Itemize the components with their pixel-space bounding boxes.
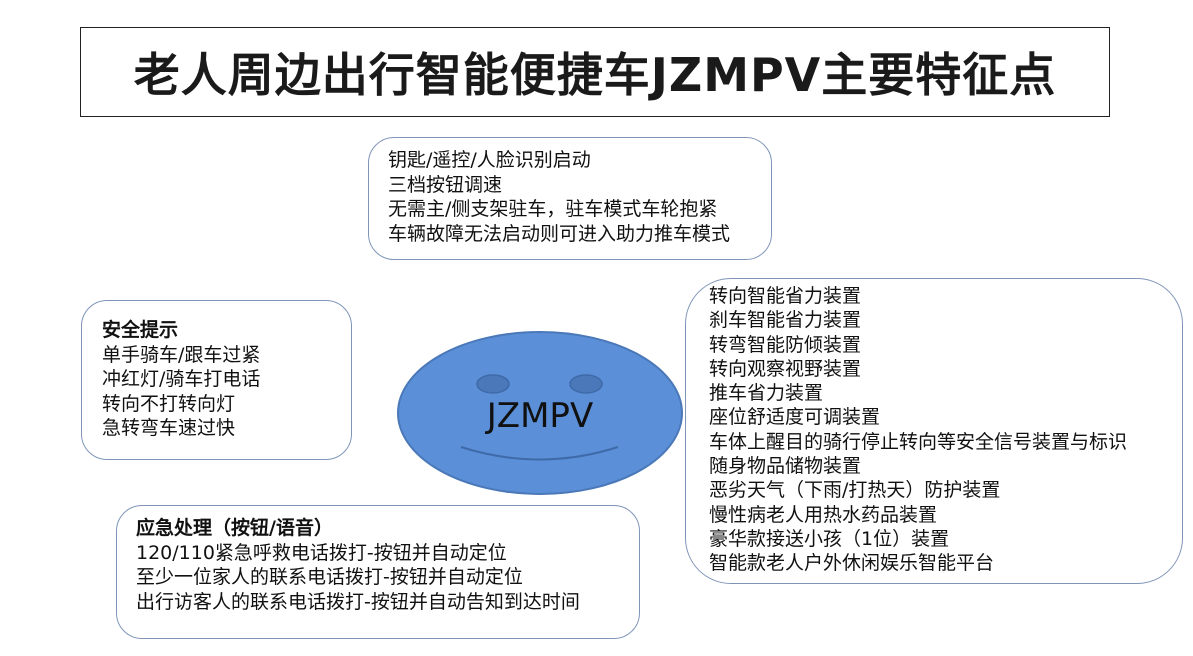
startup-line: 车辆故障无法启动则可进入助力推车模式 [388, 222, 731, 245]
device-line: 刹车智能省力装置 [709, 309, 862, 332]
title-box: 老人周边出行智能便捷车JZMPV主要特征点 [80, 27, 1110, 117]
device-line: 转向观察视野装置 [709, 357, 862, 380]
device-line: 慢性病老人用热水药品装置 [709, 503, 938, 526]
device-line: 恶劣天气（下雨/打热天）防护装置 [709, 479, 1001, 502]
startup-features-card: 钥匙/遥控/人脸识别启动 三档按钮调速 无需主/侧支架驻车，驻车模式车轮抱紧 车… [368, 137, 772, 260]
startup-line: 三档按钮调速 [388, 173, 503, 196]
safety-line: 转向不打转向灯 [102, 392, 236, 415]
safety-heading: 安全提示 [102, 319, 179, 341]
right-eye-shape [569, 374, 603, 394]
device-line: 转向智能省力装置 [709, 285, 862, 307]
device-line: 随身物品储物装置 [709, 455, 862, 478]
device-line: 座位舒适度可调装置 [709, 406, 881, 429]
startup-line: 钥匙/遥控/人脸识别启动 [388, 149, 591, 171]
device-line: 智能款老人户外休闲娱乐智能平台 [709, 552, 995, 575]
smile-shape [460, 446, 619, 461]
center-label: JZMPV [486, 396, 594, 436]
device-line: 车体上醒目的骑行停止转向等安全信号装置与标识 [709, 430, 1128, 453]
startup-line: 无需主/侧支架驻车，驻车模式车轮抱紧 [388, 198, 718, 220]
emergency-line: 120/110紧急呼救电话拨打-按钮并自动定位 [136, 541, 507, 564]
left-eye-shape [476, 374, 510, 394]
emergency-line: 出行访客人的联系电话拨打-按钮并自动告知到达时间 [136, 590, 580, 613]
center-face-node: JZMPV [396, 330, 684, 496]
safety-tips-card: 安全提示 单手骑车/跟车过紧 冲红灯/骑车打电话 转向不打转向灯 急转弯车速过快 [81, 300, 352, 460]
page-title: 老人周边出行智能便捷车JZMPV主要特征点 [133, 48, 1057, 102]
device-line: 转弯智能防倾装置 [709, 333, 862, 356]
safety-line: 单手骑车/跟车过紧 [102, 343, 261, 366]
device-line: 豪华款接送小孩（1位）装置 [709, 527, 950, 550]
safety-line: 冲红灯/骑车打电话 [102, 368, 261, 390]
emergency-line: 至少一位家人的联系电话拨打-按钮并自动定位 [136, 566, 523, 588]
safety-line: 急转弯车速过快 [102, 417, 236, 439]
device-features-card: 转向智能省力装置 刹车智能省力装置 转弯智能防倾装置 转向观察视野装置 推车省力… [685, 278, 1183, 584]
emergency-handling-card: 应急处理（按钮/语音） 120/110紧急呼救电话拨打-按钮并自动定位 至少一位… [116, 505, 640, 639]
device-line: 推车省力装置 [709, 382, 824, 405]
emergency-heading: 应急处理（按钮/语音） [136, 517, 333, 539]
face-ellipse [397, 331, 683, 495]
